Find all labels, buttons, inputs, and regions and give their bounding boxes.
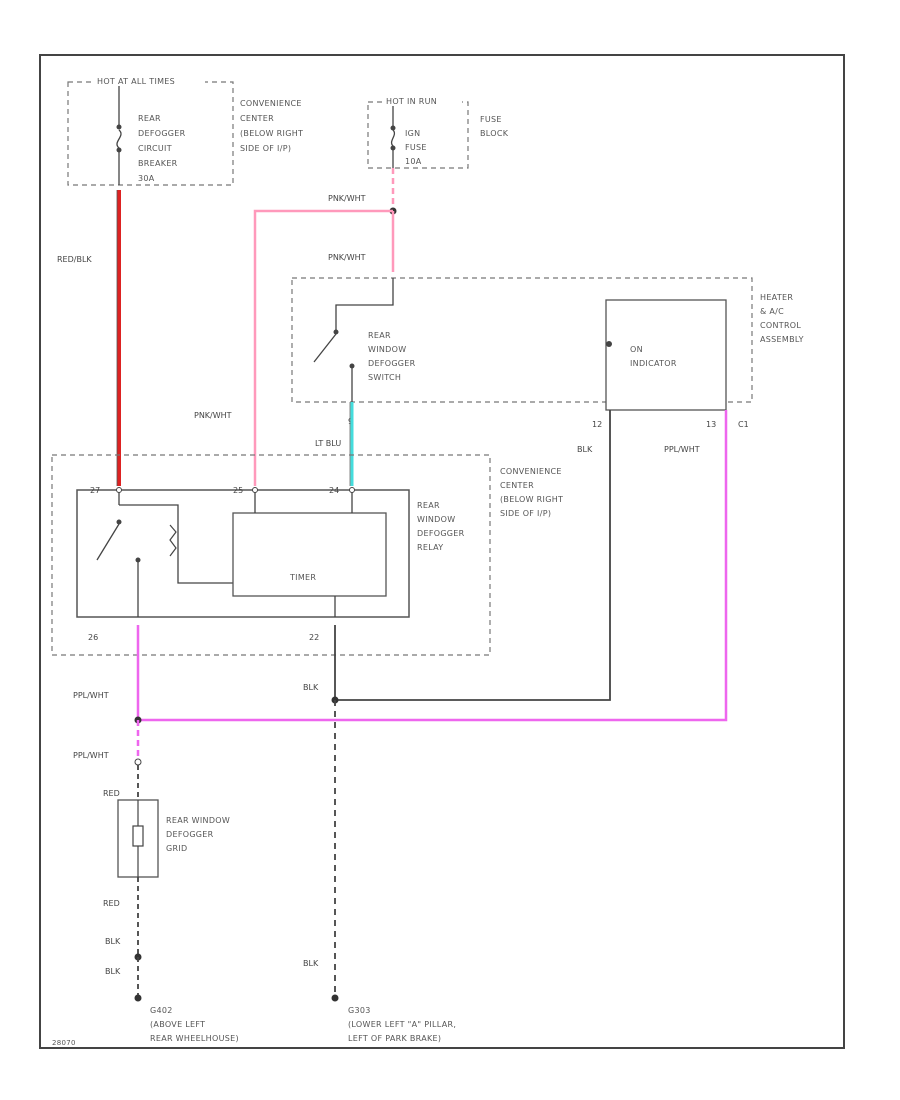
pin-26: 26 xyxy=(88,633,98,642)
circuit-breaker-symbol xyxy=(116,129,122,149)
blk-indicator-wire xyxy=(335,410,611,701)
heater-ac-label: HEATER & A/C CONTROL ASSEMBLY xyxy=(760,293,804,344)
convenience-center-mid-label: CONVENIENCE CENTER (BELOW RIGHT SIDE OF … xyxy=(500,467,566,518)
on-indicator-label: ON INDICATOR xyxy=(630,345,677,368)
convenience-center-top-label: CONVENIENCE CENTER (BELOW RIGHT SIDE OF … xyxy=(240,99,306,153)
convenience-center-box-mid xyxy=(51,454,491,656)
relay-coil-symbol xyxy=(169,524,177,557)
switch-label: REAR WINDOW DEFOGGER SWITCH xyxy=(368,331,418,382)
red-blk-label: RED/BLK xyxy=(57,255,92,264)
pin-12: 12 xyxy=(592,420,602,429)
defogger-switch-symbol xyxy=(313,333,337,363)
relay-box xyxy=(76,489,410,618)
ground-right-label: G303 (LOWER LEFT "A" PILLAR, LEFT OF PAR… xyxy=(348,1006,459,1043)
circuit-breaker-label: REAR DEFOGGER CIRCUIT BREAKER 30A xyxy=(138,114,188,183)
connector-c1: C1 xyxy=(738,420,749,429)
ppl-wht-indicator-wire xyxy=(138,410,728,722)
on-indicator-box xyxy=(605,299,727,411)
ground-right-point xyxy=(331,994,339,1002)
blk-label-1: BLK xyxy=(577,445,593,454)
timer-box xyxy=(232,512,387,597)
fuse-label: IGN FUSE 10A xyxy=(405,129,430,166)
pin-27: 27 xyxy=(90,486,100,495)
blk-label-5: BLK xyxy=(303,959,319,968)
pin-25: 25 xyxy=(233,486,243,495)
hot-at-all-times-label: HOT AT ALL TIMES xyxy=(97,77,175,86)
ground-left-label: G402 (ABOVE LEFT REAR WHEELHOUSE) xyxy=(150,1006,239,1043)
red-label-2: RED xyxy=(103,899,120,908)
fuse-block-label: FUSE BLOCK xyxy=(480,115,509,138)
relay-label: REAR WINDOW DEFOGGER RELAY xyxy=(417,501,467,552)
hot-in-run-label: HOT IN RUN xyxy=(386,97,437,106)
red-label-1: RED xyxy=(103,789,120,798)
fuse-symbol xyxy=(390,129,396,147)
on-indicator-lamp xyxy=(606,341,612,347)
ground-left-point xyxy=(134,994,142,1002)
lt-blu-label: LT BLU xyxy=(315,439,341,448)
ppl-wht-label-3: PPL/WHT xyxy=(73,751,109,760)
pin-22: 22 xyxy=(309,633,319,642)
relay-contact-symbol xyxy=(96,523,120,561)
pin-24: 24 xyxy=(329,486,339,495)
corner-code: 28070 xyxy=(52,1039,76,1047)
ppl-wht-label-1: PPL/WHT xyxy=(664,445,700,454)
blk-label-3: BLK xyxy=(105,937,121,946)
pnk-wht-label-2: PNK/WHT xyxy=(328,253,366,262)
pnk-wht-relay-wire xyxy=(253,209,393,486)
timer-label: TIMER xyxy=(289,573,316,582)
pnk-wht-label-3: PNK/WHT xyxy=(194,411,232,420)
diagram-frame xyxy=(39,54,845,1049)
blk-label-2: BLK xyxy=(303,683,319,692)
heater-ac-control-box xyxy=(291,277,753,403)
grid-label: REAR WINDOW DEFOGGER GRID xyxy=(166,816,233,853)
pnk-wht-label-1: PNK/WHT xyxy=(328,194,366,203)
ppl-wht-label-2: PPL/WHT xyxy=(73,691,109,700)
blk-label-4: BLK xyxy=(105,967,121,976)
pin-13: 13 xyxy=(706,420,716,429)
breaker-contact xyxy=(116,124,122,130)
